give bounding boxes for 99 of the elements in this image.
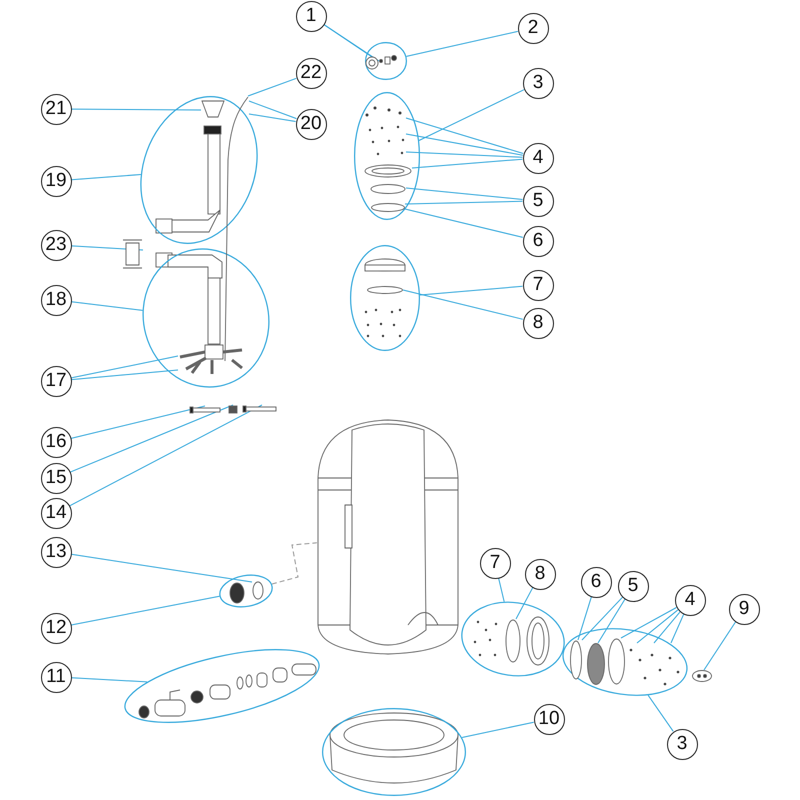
callout-number: 9	[728, 594, 760, 624]
leader-line	[406, 134, 524, 156]
hose-drawing	[224, 96, 249, 362]
leader-line	[418, 89, 524, 141]
leader-line	[412, 158, 523, 168]
callout-number: 16	[40, 426, 72, 458]
fittings-drawing	[379, 54, 398, 66]
group-outline	[142, 248, 270, 388]
leader-line	[406, 152, 523, 158]
group-outline	[461, 601, 565, 677]
callout-number: 6	[522, 226, 554, 256]
leader-line	[406, 30, 518, 57]
leader-line	[70, 554, 252, 582]
leader-line	[620, 607, 677, 638]
callout-number: 2	[518, 12, 548, 44]
callout-number: 4	[674, 584, 706, 616]
leader-line	[670, 614, 684, 644]
leader-line	[71, 677, 148, 682]
lateral-arms-drawing	[178, 345, 244, 376]
leader-line	[71, 108, 202, 110]
nozzle-dots-drawing	[364, 104, 406, 158]
leader-line	[648, 694, 674, 732]
callout-number: 17	[40, 366, 72, 396]
group-outline	[365, 42, 407, 80]
callout-number: 15	[40, 462, 72, 494]
leader-line	[406, 118, 524, 154]
leader-line	[248, 114, 296, 122]
leader-line	[498, 578, 505, 602]
washer-drawing	[366, 57, 378, 69]
leader-line	[70, 301, 144, 311]
callout-number: 4	[522, 142, 554, 174]
leader-line	[636, 609, 678, 644]
leader-line	[404, 208, 524, 238]
disc-drawing	[370, 184, 406, 194]
group-outline	[219, 574, 273, 608]
callout-number: 22	[296, 58, 326, 88]
o-ring-drawing	[371, 203, 405, 212]
callout-number: 12	[40, 612, 72, 644]
tube-piece-drawing	[189, 406, 221, 414]
nut-drawing	[228, 405, 238, 414]
group-outline	[354, 92, 420, 220]
leader-line	[404, 200, 523, 204]
leader-line	[69, 404, 262, 506]
leader-line	[248, 100, 297, 120]
bracket-drawing	[122, 238, 143, 270]
o-ring-drawing	[570, 640, 582, 680]
ring-drawing	[608, 638, 625, 685]
callout-number: 1	[296, 0, 326, 32]
tube-piece-drawing	[242, 405, 277, 413]
leader-line	[70, 404, 234, 473]
leader-line	[516, 587, 534, 620]
callout-number: 19	[40, 166, 72, 196]
leader-line	[654, 611, 680, 644]
ring-drawing	[364, 164, 412, 178]
callout-number: 14	[40, 498, 72, 528]
callout-number: 20	[296, 108, 326, 140]
leader-line	[70, 356, 178, 378]
callout-number: 13	[40, 536, 72, 568]
group-outline	[140, 96, 258, 244]
leader-line	[462, 722, 534, 738]
leader-line	[598, 598, 626, 644]
callout-number: 7	[480, 548, 510, 578]
o-ring-drawing	[252, 581, 264, 600]
callout-number: 8	[522, 308, 554, 338]
callout-number: 5	[618, 570, 648, 602]
callout-number: 3	[666, 728, 698, 760]
group-outline	[562, 628, 688, 696]
callout-number: 7	[522, 270, 554, 300]
leader-line	[419, 286, 524, 296]
callout-number: 3	[522, 68, 554, 98]
callout-number: 10	[534, 704, 564, 734]
callout-number: 21	[40, 94, 72, 124]
callout-number: 18	[40, 284, 72, 316]
leader-line	[70, 596, 220, 626]
leader-line	[248, 78, 297, 96]
leader-line	[323, 24, 380, 62]
disc-drawing	[587, 643, 605, 685]
filter-tank-drawing	[317, 418, 459, 655]
leader-line	[70, 406, 206, 439]
leader-line	[582, 596, 623, 640]
callout-number: 23	[40, 230, 72, 260]
callout-number: 8	[524, 558, 556, 590]
dashed-leader-line	[271, 542, 318, 584]
callout-number: 6	[580, 566, 612, 598]
group-outline	[322, 708, 466, 796]
o-ring-drawing	[505, 619, 521, 663]
leader-line	[71, 174, 142, 180]
leader-line	[578, 596, 592, 640]
plug-drawing	[692, 670, 712, 682]
callout-number: 5	[522, 186, 554, 216]
leader-line	[70, 370, 178, 380]
callout-number: 11	[40, 662, 72, 692]
funnel-drawing	[201, 100, 225, 118]
group-outline	[124, 649, 320, 723]
group-outline	[350, 245, 420, 351]
o-ring-drawing	[367, 286, 403, 294]
leader-line	[406, 188, 524, 200]
leader-line	[402, 290, 524, 320]
leader-line	[704, 622, 736, 670]
